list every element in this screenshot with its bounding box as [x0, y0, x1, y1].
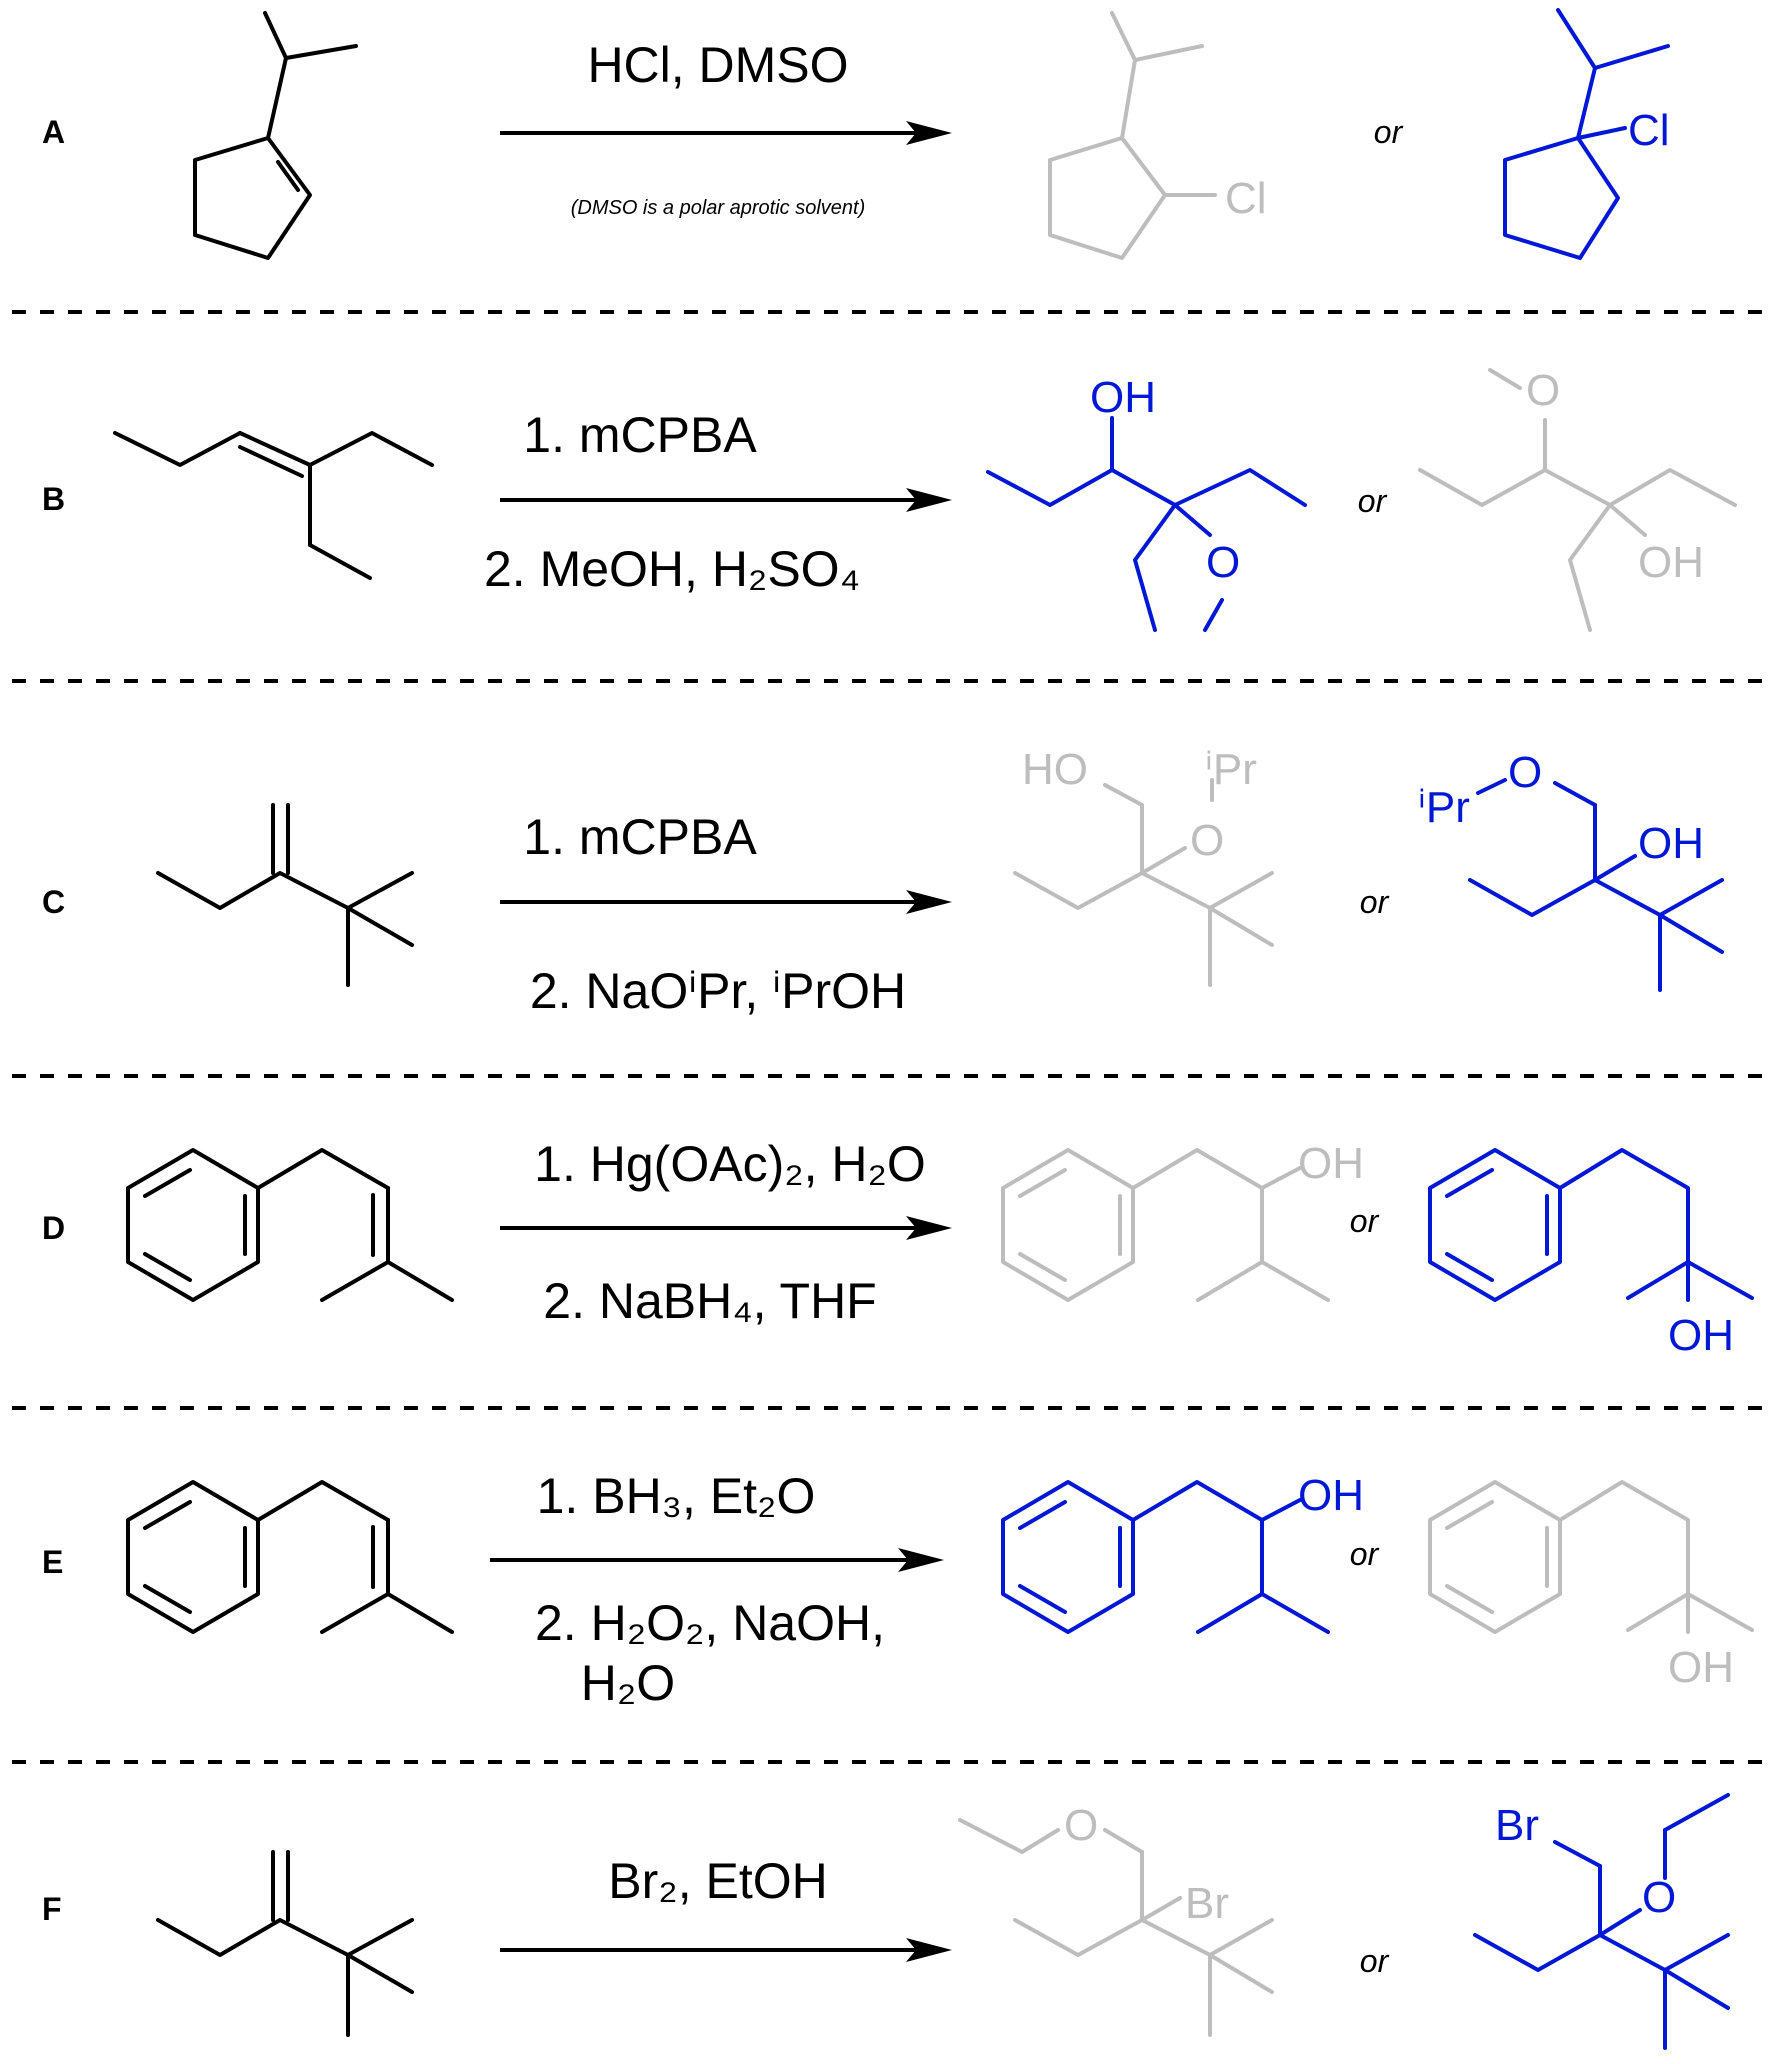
row-b-starting-material	[113, 431, 434, 580]
arrowhead-d	[906, 1216, 952, 1240]
row-letter-f: F	[42, 1891, 62, 1927]
row-b-product-correct	[986, 416, 1307, 632]
row-b-correct-o: O	[1206, 538, 1240, 587]
row-f-wrong-br: Br	[1185, 1879, 1229, 1928]
reagent-d-bottom: 2. NaBH₄, THF	[543, 1273, 876, 1329]
row-e-wrong-oh: OH	[1668, 1643, 1734, 1692]
or-f: or	[1360, 1943, 1390, 1979]
row-d-product-correct	[1428, 1148, 1754, 1302]
reagent-c-bottom: 2. NaOⁱPr, ⁱPrOH	[530, 963, 906, 1019]
row-f-correct-br: Br	[1495, 1801, 1539, 1850]
row-d-wrong-oh: OH	[1298, 1139, 1364, 1188]
arrowhead-b	[906, 488, 952, 512]
reagents: HCl, DMSO (DMSO is a polar aprotic solve…	[484, 37, 926, 1909]
row-d-correct-oh: OH	[1668, 1311, 1734, 1360]
reagent-b-top: 1. mCPBA	[523, 407, 757, 463]
row-a-starting-material	[193, 11, 358, 260]
row-c-correct-oh: OH	[1638, 819, 1704, 868]
reagent-e-bottom-2: H₂O	[581, 1655, 675, 1711]
row-c-product-wrong	[1013, 778, 1274, 987]
reagent-b-bottom: 2. MeOH, H₂SO₄	[484, 541, 860, 597]
row-c-correct-o: O	[1508, 748, 1542, 797]
row-c-wrong-ipr: ⁱPr	[1205, 745, 1257, 794]
row-e-product-correct	[1001, 1480, 1330, 1634]
row-e-product-wrong	[1428, 1480, 1754, 1634]
row-letter-c: C	[42, 884, 65, 920]
row-d-starting-material	[126, 1148, 454, 1302]
or-d: or	[1350, 1203, 1380, 1239]
row-f-product-wrong	[958, 1818, 1274, 2037]
arrowhead-c	[906, 890, 952, 914]
row-a-correct-cl: Cl	[1628, 106, 1670, 155]
row-letters: A B C D E F	[42, 114, 65, 1927]
row-a-product-wrong	[1048, 11, 1217, 260]
row-f-starting-material	[156, 1850, 414, 2037]
row-c-wrong-ho: HO	[1022, 745, 1088, 794]
row-a-product-correct	[1503, 8, 1670, 260]
reagent-e-bottom-1: 2. H₂O₂, NaOH,	[535, 1595, 885, 1651]
arrowhead-f	[906, 1938, 952, 1962]
or-e: or	[1350, 1536, 1380, 1572]
or-c: or	[1360, 884, 1390, 920]
arrowhead-a	[906, 121, 952, 145]
row-f-correct-o: O	[1642, 1873, 1676, 1922]
row-c-starting-material	[156, 803, 414, 987]
row-c-product-correct	[1468, 778, 1724, 992]
arrowhead-e	[898, 1548, 944, 1572]
reagent-d-top: 1. Hg(OAc)₂, H₂O	[534, 1136, 926, 1192]
reagent-e-top: 1. BH₃, Et₂O	[537, 1468, 816, 1524]
row-e-starting-material	[126, 1480, 454, 1634]
row-letter-e: E	[42, 1544, 63, 1580]
row-d-product-wrong	[1001, 1148, 1330, 1302]
or-separators: or or or or or or	[1350, 114, 1404, 1979]
row-e-correct-oh: OH	[1298, 1471, 1364, 1520]
row-c-wrong-o: O	[1190, 816, 1224, 865]
reagent-c-top: 1. mCPBA	[523, 809, 757, 865]
row-dividers	[12, 310, 1762, 1764]
or-b: or	[1358, 483, 1388, 519]
row-b-correct-oh: OH	[1090, 373, 1156, 422]
row-c-correct-ipr: ⁱPr	[1418, 783, 1470, 832]
reagent-a-top: HCl, DMSO	[587, 37, 848, 93]
row-b-wrong-oh: OH	[1638, 538, 1704, 587]
row-letter-b: B	[42, 481, 65, 517]
row-a-wrong-cl: Cl	[1225, 174, 1267, 223]
row-letter-d: D	[42, 1210, 65, 1246]
or-a: or	[1374, 114, 1404, 150]
row-f-wrong-o: O	[1064, 1801, 1098, 1850]
row-f-product-correct	[1473, 1793, 1730, 2050]
row-b-wrong-o: O	[1526, 366, 1560, 415]
row-letter-a: A	[42, 114, 65, 150]
reaction-arrows	[490, 121, 952, 1962]
reagent-f-top: Br₂, EtOH	[608, 1853, 827, 1909]
row-b-product-wrong	[1418, 368, 1737, 632]
reagent-a-note: (DMSO is a polar aprotic solvent)	[571, 197, 866, 219]
